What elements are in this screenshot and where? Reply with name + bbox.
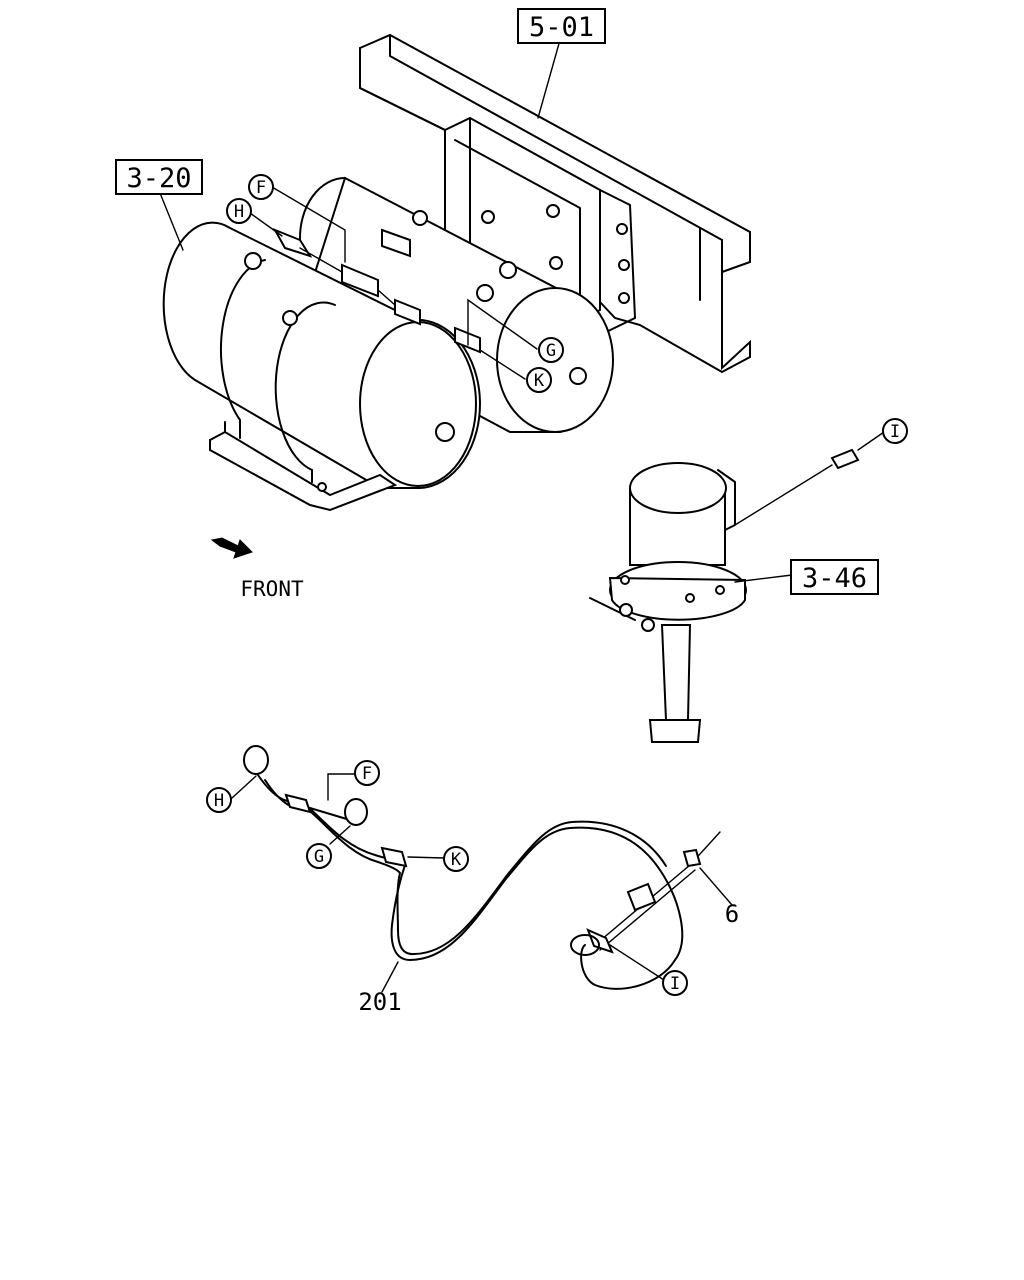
ref-label-3-46: 3-46: [802, 563, 867, 594]
callout-h-lower-label: H: [214, 791, 224, 811]
tank-mounting-bracket: [209, 421, 398, 512]
ref-box-5-01[interactable]: 5-01: [517, 8, 606, 44]
callout-k-lower: K: [443, 846, 469, 872]
front-direction-arrow: [210, 537, 253, 559]
tank-fittings: [272, 228, 481, 354]
callout-h-upper-label: H: [234, 202, 244, 222]
callout-g-upper: G: [538, 337, 564, 363]
rear-air-tank: [298, 176, 614, 433]
callout-f-upper: F: [248, 174, 274, 200]
ref-label-3-20: 3-20: [126, 163, 191, 194]
leader-lines: [159, 39, 885, 993]
callout-k-lower-label: K: [451, 850, 462, 870]
ref-box-3-20[interactable]: 3-20: [115, 159, 203, 195]
air-dryer: [589, 462, 747, 743]
frame-rail: [359, 33, 751, 374]
callout-i-lower: I: [662, 970, 688, 996]
callout-i-upper-label: I: [890, 422, 900, 442]
front-air-tank: [162, 221, 482, 489]
front-label: FRONT: [240, 577, 304, 601]
wire-harness: [243, 745, 721, 990]
part-number-6[interactable]: 6: [725, 900, 739, 928]
callout-h-upper: H: [226, 198, 252, 224]
callout-g-lower-label: G: [314, 847, 324, 867]
callout-f-lower-label: F: [362, 764, 372, 784]
callout-h-lower: H: [206, 787, 232, 813]
callout-g-lower: G: [306, 843, 332, 869]
callout-g-upper-label: G: [546, 341, 556, 361]
callout-f-lower: F: [354, 760, 380, 786]
callout-f-upper-label: F: [256, 178, 266, 198]
callout-i-upper: I: [882, 418, 908, 444]
callout-k-upper-label: K: [534, 371, 545, 391]
ref-label-5-01: 5-01: [529, 12, 594, 43]
callout-i-lower-label: I: [670, 974, 680, 994]
callout-k-upper: K: [526, 367, 552, 393]
dryer-heater-wire: [734, 448, 860, 526]
ref-box-3-46[interactable]: 3-46: [790, 559, 879, 595]
part-number-201[interactable]: 201: [358, 988, 401, 1016]
